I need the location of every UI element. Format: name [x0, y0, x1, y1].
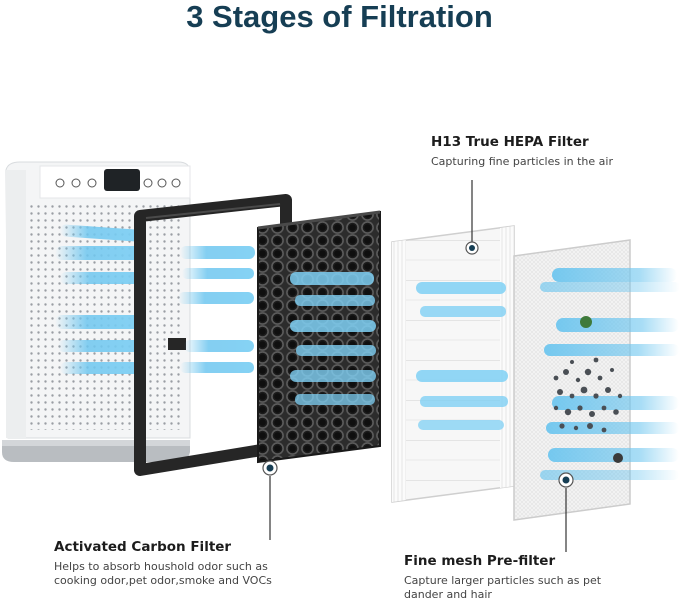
- light-icon: [71, 178, 81, 188]
- power-icon: [55, 178, 65, 188]
- carbon-filter-label: Activated Carbon Filter Helps to absorb …: [54, 539, 304, 588]
- callout-mesh: [558, 472, 574, 552]
- hepa-filter-desc: Capturing fine particles in the air: [431, 155, 613, 168]
- mesh-prefilter-desc: Capture larger particles such as pet dan…: [404, 574, 602, 601]
- carbon-filter-desc: Helps to absorb houshold odor such as co…: [54, 560, 272, 587]
- mesh-prefilter-label: Fine mesh Pre-filter Capture larger part…: [404, 553, 624, 602]
- auto-icon: [157, 178, 167, 188]
- page-title: 3 Stages of Filtration: [186, 0, 493, 34]
- timer-icon: [87, 178, 97, 188]
- airflow-streams-left: [55, 224, 145, 374]
- hepa-filter-title: H13 True HEPA Filter: [431, 134, 589, 150]
- allergen-icon: [613, 453, 623, 463]
- air-purifier: [2, 161, 191, 462]
- germ-icon: [580, 316, 592, 328]
- particles: [553, 316, 623, 463]
- display-panel: [104, 169, 140, 191]
- sleep-icon: [171, 178, 181, 188]
- hepa-filter: [391, 225, 515, 503]
- carbon-filter: [257, 210, 381, 464]
- airflow-streams-hepa: [416, 282, 508, 430]
- airflow-streams-frame: [178, 246, 255, 373]
- airflow-streams-right: [540, 268, 679, 480]
- callout-carbon: [262, 460, 278, 540]
- fan-icon: [143, 178, 153, 188]
- callout-hepa: [465, 180, 479, 255]
- airflow-streams-carbon: [290, 272, 376, 405]
- hepa-filter-label: H13 True HEPA Filter Capturing fine part…: [431, 134, 613, 169]
- mesh-prefilter-title: Fine mesh Pre-filter: [404, 553, 556, 569]
- carbon-filter-title: Activated Carbon Filter: [54, 539, 232, 555]
